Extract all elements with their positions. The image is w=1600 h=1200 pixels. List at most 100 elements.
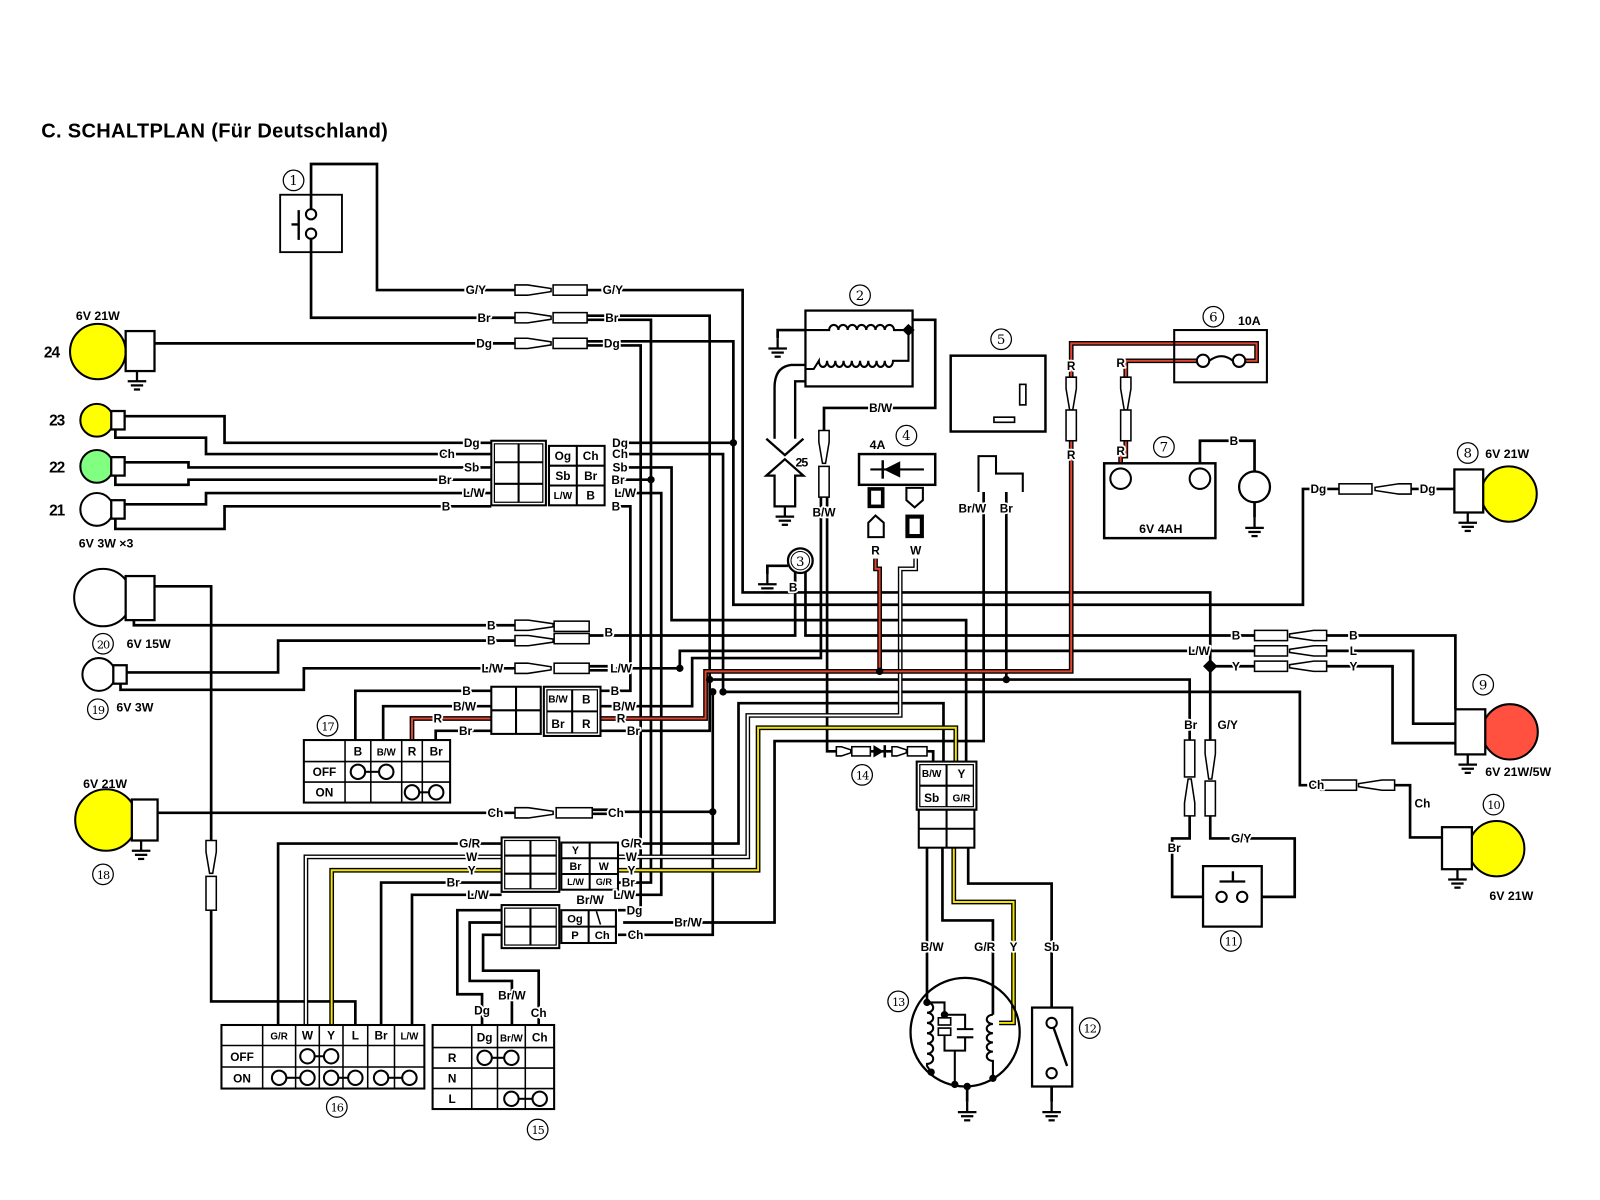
wire [941, 847, 995, 1015]
table-header: B/W [377, 747, 397, 758]
wire-label-fuse-r1: R [1067, 359, 1076, 373]
lamp-lamp22 [79, 448, 126, 484]
junction-dot [729, 439, 738, 447]
bulb-icon [1481, 703, 1539, 761]
connector-pin-label: Ch [595, 930, 610, 942]
junction-dot [676, 664, 684, 672]
component-number-c21: 21 [49, 503, 66, 520]
wire-label-sw17-br-r: Br [627, 724, 641, 738]
female-terminal-icon [1253, 629, 1289, 642]
component-number-c24: 24 [44, 345, 61, 362]
number-circle [86, 698, 109, 721]
wire-label-tl-y-l: Y [1232, 659, 1240, 673]
wire-label-rl-dg-r: Dg [1420, 482, 1436, 496]
relay-plug-icon [977, 455, 1024, 492]
rating-lamp24: 6V 21W [76, 309, 120, 323]
table-frame [431, 1023, 556, 1111]
component-number: 18 [97, 869, 110, 882]
male-terminal-icon [514, 311, 552, 324]
wire-label-sw15-brw-out: Br/W [674, 916, 702, 930]
component-number: 19 [92, 704, 105, 717]
wire [1198, 439, 1256, 472]
wire-label-sw15-ch-d: Ch [531, 1006, 547, 1020]
terminal-circle-icon [531, 1090, 548, 1107]
number-circle [887, 990, 910, 1013]
wire [587, 288, 1212, 741]
number-circle [325, 1096, 348, 1118]
wire-label-tail-b-r: B [604, 626, 613, 640]
wire-label-lc-br-r: Br [611, 473, 625, 487]
lamp-socket [124, 574, 156, 622]
battery-terminal-icon [1188, 467, 1212, 490]
ground-icon [775, 506, 795, 526]
connector-pin-label: B/W [922, 769, 942, 780]
female-terminal-icon [906, 745, 928, 757]
wire-label-sw16-gr-r: G/R [621, 837, 643, 851]
ground-icon [768, 338, 787, 358]
female-terminal-icon [553, 632, 590, 645]
wire-label-lc-dg-r: Dg [612, 436, 628, 450]
component-number-c9: 9 [1472, 673, 1495, 696]
wire-label-sw16-lw-r: L/W [613, 888, 636, 902]
number-circle [1078, 1017, 1101, 1039]
wire [126, 639, 515, 674]
red-wire-core [600, 440, 1073, 720]
terminal-icon [867, 487, 885, 509]
rating-lamp10: 6V 21W [1489, 889, 1533, 903]
relay-slot [1018, 383, 1027, 406]
component-number-c14: 14 [851, 764, 874, 786]
table-header: B [354, 744, 363, 758]
female-terminal-icon [552, 284, 588, 296]
number-circle [990, 328, 1013, 351]
wire-label-sw17-r-r: R [617, 712, 626, 726]
rating-fuse: 10A [1238, 314, 1261, 328]
wire [804, 571, 1255, 637]
wire [1326, 649, 1456, 725]
wire-label-top-gy-r: G/Y [603, 283, 624, 297]
lighting-coil-icon [985, 1013, 994, 1079]
wire [481, 933, 541, 1025]
component-number-c13: 13 [887, 990, 910, 1013]
wire [1394, 783, 1442, 839]
plug-icon [905, 514, 924, 539]
light-switch-connector-housing [490, 685, 542, 735]
female-terminal-icon [1253, 660, 1289, 673]
wire-label-mag-gr: G/R [974, 940, 996, 954]
male-terminal-icon [205, 839, 218, 875]
terminal-circle-icon [403, 784, 421, 801]
connector-pin-label: G/R [596, 877, 613, 887]
wire-label-lc-lw-r: L/W [614, 486, 637, 500]
wire [434, 729, 492, 741]
connector-pin-label: Og [567, 913, 583, 925]
table-row-label: L [449, 1092, 456, 1106]
table-row-label: R [448, 1051, 457, 1065]
wire-label-rt-ch-l: Ch [1308, 778, 1324, 792]
table-row-label: OFF [230, 1050, 254, 1064]
table-header: Br [375, 1028, 389, 1042]
connector-pin-label: Sb [924, 791, 939, 805]
male-terminal-icon [514, 284, 552, 296]
female-terminal-icon [555, 806, 594, 819]
ground-icon [127, 371, 147, 391]
push-button-icon [291, 210, 300, 240]
table-header: W [302, 1028, 314, 1042]
table-header: Ch [532, 1030, 548, 1044]
female-terminal-icon [851, 745, 872, 757]
junction-dot [963, 1082, 971, 1091]
connector-pin-label: Sb [555, 469, 570, 483]
wire-label-rect-r: R [871, 544, 880, 558]
bulb-icon [73, 567, 133, 628]
male-terminal-icon [514, 619, 554, 632]
battery-terminal-icon [1109, 467, 1132, 490]
rating-lamp18: 6V 21W [83, 777, 127, 791]
component-number-c5: 5 [990, 328, 1013, 351]
contact-point-icon [937, 1027, 952, 1037]
component-number: 9 [1479, 678, 1488, 693]
terminal-circle-icon [299, 1069, 316, 1086]
wire-label-lc-ch-l: Ch [439, 447, 455, 461]
junction-dot [923, 998, 931, 1007]
lamp-lamp24 [69, 322, 156, 381]
wire-label-sw15-dg-d: Dg [474, 1004, 490, 1018]
